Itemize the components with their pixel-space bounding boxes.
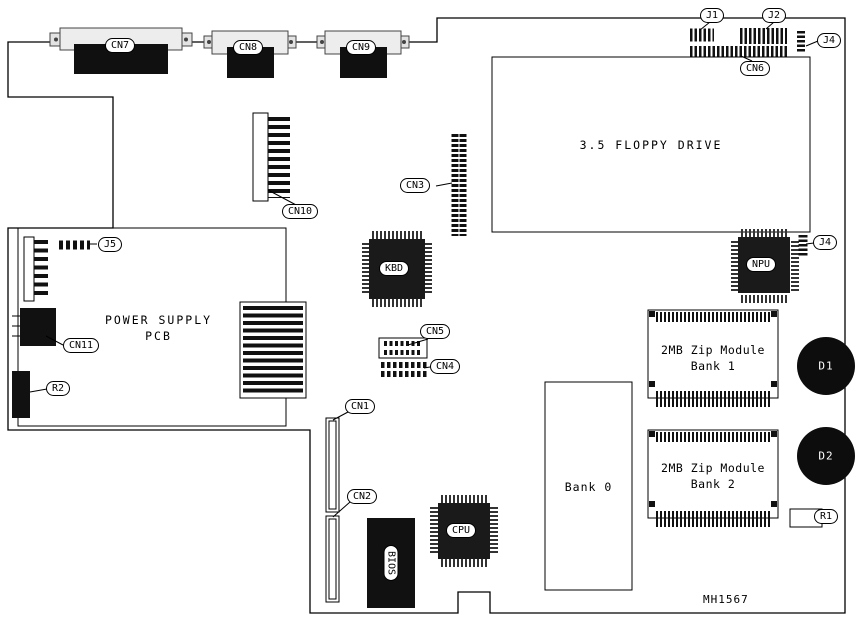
label-j2: J2: [762, 8, 787, 23]
label-kbd: KBD: [379, 261, 410, 276]
label-npu: NPU: [746, 257, 777, 272]
power-supply-label-line2: PCB: [145, 329, 172, 343]
label-j4-top: J4: [817, 33, 842, 48]
label-cn5: CN5: [420, 324, 451, 339]
cn2-slot: [325, 515, 340, 603]
label-cn6: CN6: [740, 61, 771, 76]
zip-bank2-label-line2: Bank 2: [690, 477, 736, 491]
leader-lines: [29, 21, 819, 518]
zip-bank1-label-line2: Bank 1: [690, 359, 736, 373]
bank0-label: Bank 0: [564, 480, 613, 494]
d1-component: [797, 337, 855, 395]
floppy-drive-outline: [491, 56, 811, 233]
part-number: MH1567: [703, 593, 749, 606]
label-j5: J5: [98, 237, 123, 252]
bank0-outline: [544, 381, 633, 591]
zip-bank2-label: 2MB Zip Module Bank 2: [648, 460, 778, 492]
power-supply-label: POWER SUPPLY PCB: [86, 312, 231, 344]
label-d2: D2: [818, 449, 834, 463]
r2-component: [12, 371, 30, 418]
cn11-component: [12, 308, 56, 346]
label-cn9: CN9: [346, 40, 377, 55]
d2-component: [797, 427, 855, 485]
label-cn1: CN1: [345, 399, 376, 414]
label-cn4: CN4: [430, 359, 461, 374]
zip-bank2-label-line1: 2MB Zip Module: [661, 461, 765, 475]
power-supply-label-line1: POWER SUPPLY: [104, 313, 213, 327]
label-cn2: CN2: [347, 489, 378, 504]
power-edge-connector: [23, 236, 48, 302]
zip-bank1-label: 2MB Zip Module Bank 1: [648, 342, 778, 374]
label-cn8: CN8: [233, 40, 264, 55]
label-r2: R2: [46, 381, 71, 396]
zip-bank1-label-line1: 2MB Zip Module: [661, 343, 765, 357]
label-cn11: CN11: [63, 338, 100, 353]
label-cn3: CN3: [400, 178, 431, 193]
zip-module-bank2: [647, 429, 779, 527]
cn1-slot: [325, 417, 340, 513]
cn4-connector: [381, 362, 427, 377]
cn3-connector: [451, 134, 467, 236]
floppy-drive-label: 3.5 FLOPPY DRIVE: [579, 138, 723, 152]
zip-module-bank1: [647, 309, 779, 407]
label-j1: J1: [700, 8, 725, 23]
label-d1: D1: [818, 359, 834, 373]
label-cn7: CN7: [105, 38, 136, 53]
label-cn10: CN10: [282, 204, 319, 219]
cn10-connector: [252, 112, 290, 202]
transformer-block: [239, 301, 307, 399]
label-j4-right: J4: [813, 235, 838, 250]
label-cpu: CPU: [446, 523, 477, 538]
label-r1: R1: [814, 509, 839, 524]
label-bios: BIOS: [383, 544, 399, 582]
